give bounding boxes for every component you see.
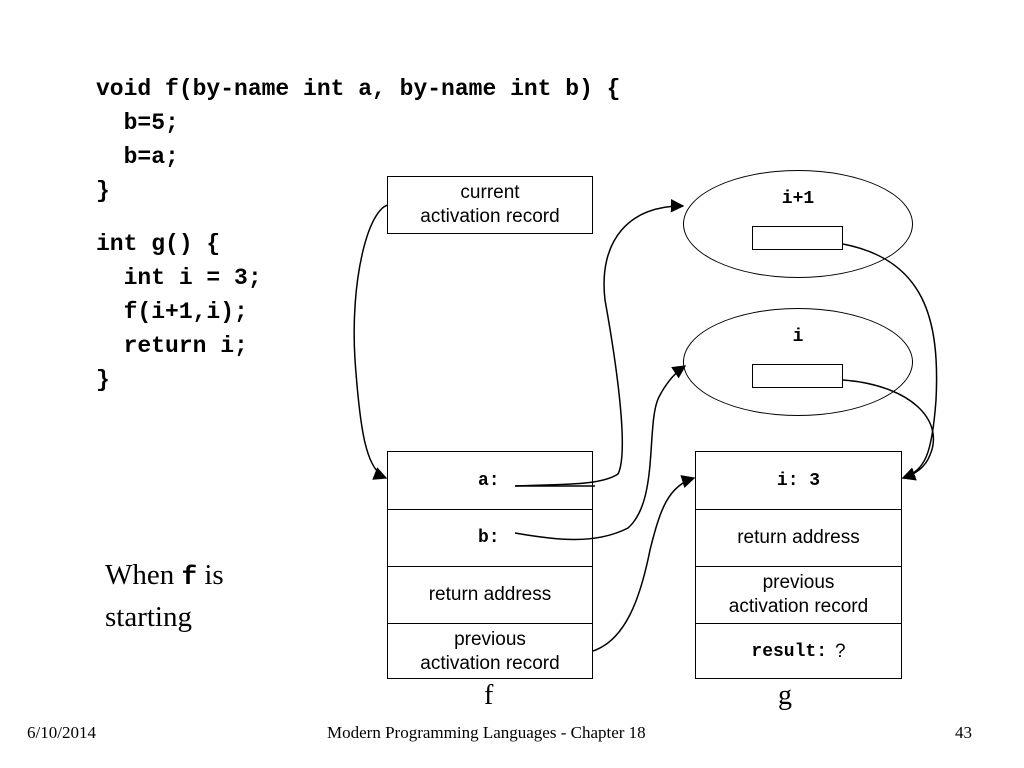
code-line: int i = 3; xyxy=(96,265,262,291)
frame-g-return-address: return address xyxy=(696,509,901,566)
caption-text: starting xyxy=(105,601,192,633)
frame-f-slot-b: b: xyxy=(388,509,592,566)
frame-g-i-label: i: 3 xyxy=(776,470,821,491)
thunk-context-slot xyxy=(752,226,843,250)
frame-g-result-label: result: xyxy=(751,641,828,662)
code-line: void f(by-name int a, by-name int b) { xyxy=(96,76,621,102)
code-line: f(i+1,i); xyxy=(96,299,248,325)
arrow-a-to-thunk-i-plus-1 xyxy=(514,199,685,487)
frame-f-previous-record: previous activation record xyxy=(388,623,592,679)
thunk-ellipse-i-plus-1: i+1 xyxy=(683,170,913,278)
current-record-label: current activation record xyxy=(388,177,592,233)
code-line: b=a; xyxy=(96,144,179,170)
frame-g-result-value: ? xyxy=(835,640,846,662)
frame-f-previous-line2: activation record xyxy=(420,652,560,674)
thunk-context-slot xyxy=(752,364,843,388)
frame-f-a-label: a: xyxy=(478,470,500,491)
arrow-b-to-thunk-i xyxy=(514,365,687,541)
code-line: return i; xyxy=(96,333,248,359)
caption: When f is starting xyxy=(105,555,224,637)
activation-record-f: a: b: return address previous activation… xyxy=(387,451,593,679)
frame-f-slot-a: a: xyxy=(388,452,592,509)
caption-code: f xyxy=(181,562,198,592)
frame-f-return-address: return address xyxy=(388,566,592,623)
footer-page-number: 43 xyxy=(955,723,972,742)
code-listing-f: void f(by-name int a, by-name int b) { b… xyxy=(96,72,621,208)
thunk-label-i-plus-1: i+1 xyxy=(781,189,815,209)
frame-g-return-address-text: return address xyxy=(737,527,860,548)
current-record-line2: activation record xyxy=(420,206,560,227)
arrow-current-to-frame-f xyxy=(353,204,389,480)
frame-g-slot-i: i: 3 xyxy=(696,452,901,509)
frame-f-b-label: b: xyxy=(478,528,500,548)
current-activation-record-box: current activation record xyxy=(387,176,593,234)
frame-g-previous-record: previous activation record xyxy=(696,566,901,623)
footer-title: Modern Programming Languages - Chapter 1… xyxy=(327,723,646,742)
arrow-f-previous-to-frame-g xyxy=(592,475,696,652)
frame-name-g: g xyxy=(778,680,792,711)
thunk-label-i: i xyxy=(792,327,804,347)
code-listing-g: int g() { int i = 3; f(i+1,i); return i;… xyxy=(96,227,262,397)
code-line: int g() { xyxy=(96,231,221,257)
arrow-thunk-i-plus-1-to-i xyxy=(842,243,938,481)
arrow-thunk-i-to-i xyxy=(842,379,935,481)
caption-text: When xyxy=(105,559,182,591)
current-record-line1: current xyxy=(460,182,520,203)
code-line: } xyxy=(96,178,110,204)
code-line: b=5; xyxy=(96,110,179,136)
footer-date: 6/10/2014 xyxy=(27,723,96,742)
frame-g-previous-line1: previous xyxy=(762,572,835,593)
frame-g-previous-line2: activation record xyxy=(728,596,869,617)
activation-record-g: i: 3 return address previous activation … xyxy=(695,451,902,679)
frame-g-result: result: ? xyxy=(696,623,901,679)
frame-f-previous-line1: previous xyxy=(454,628,526,650)
thunk-ellipse-i: i xyxy=(683,308,913,416)
caption-text: is xyxy=(197,559,224,591)
frame-name-f: f xyxy=(484,680,494,711)
code-line: } xyxy=(96,367,110,393)
frame-f-return-address-text: return address xyxy=(428,584,552,605)
